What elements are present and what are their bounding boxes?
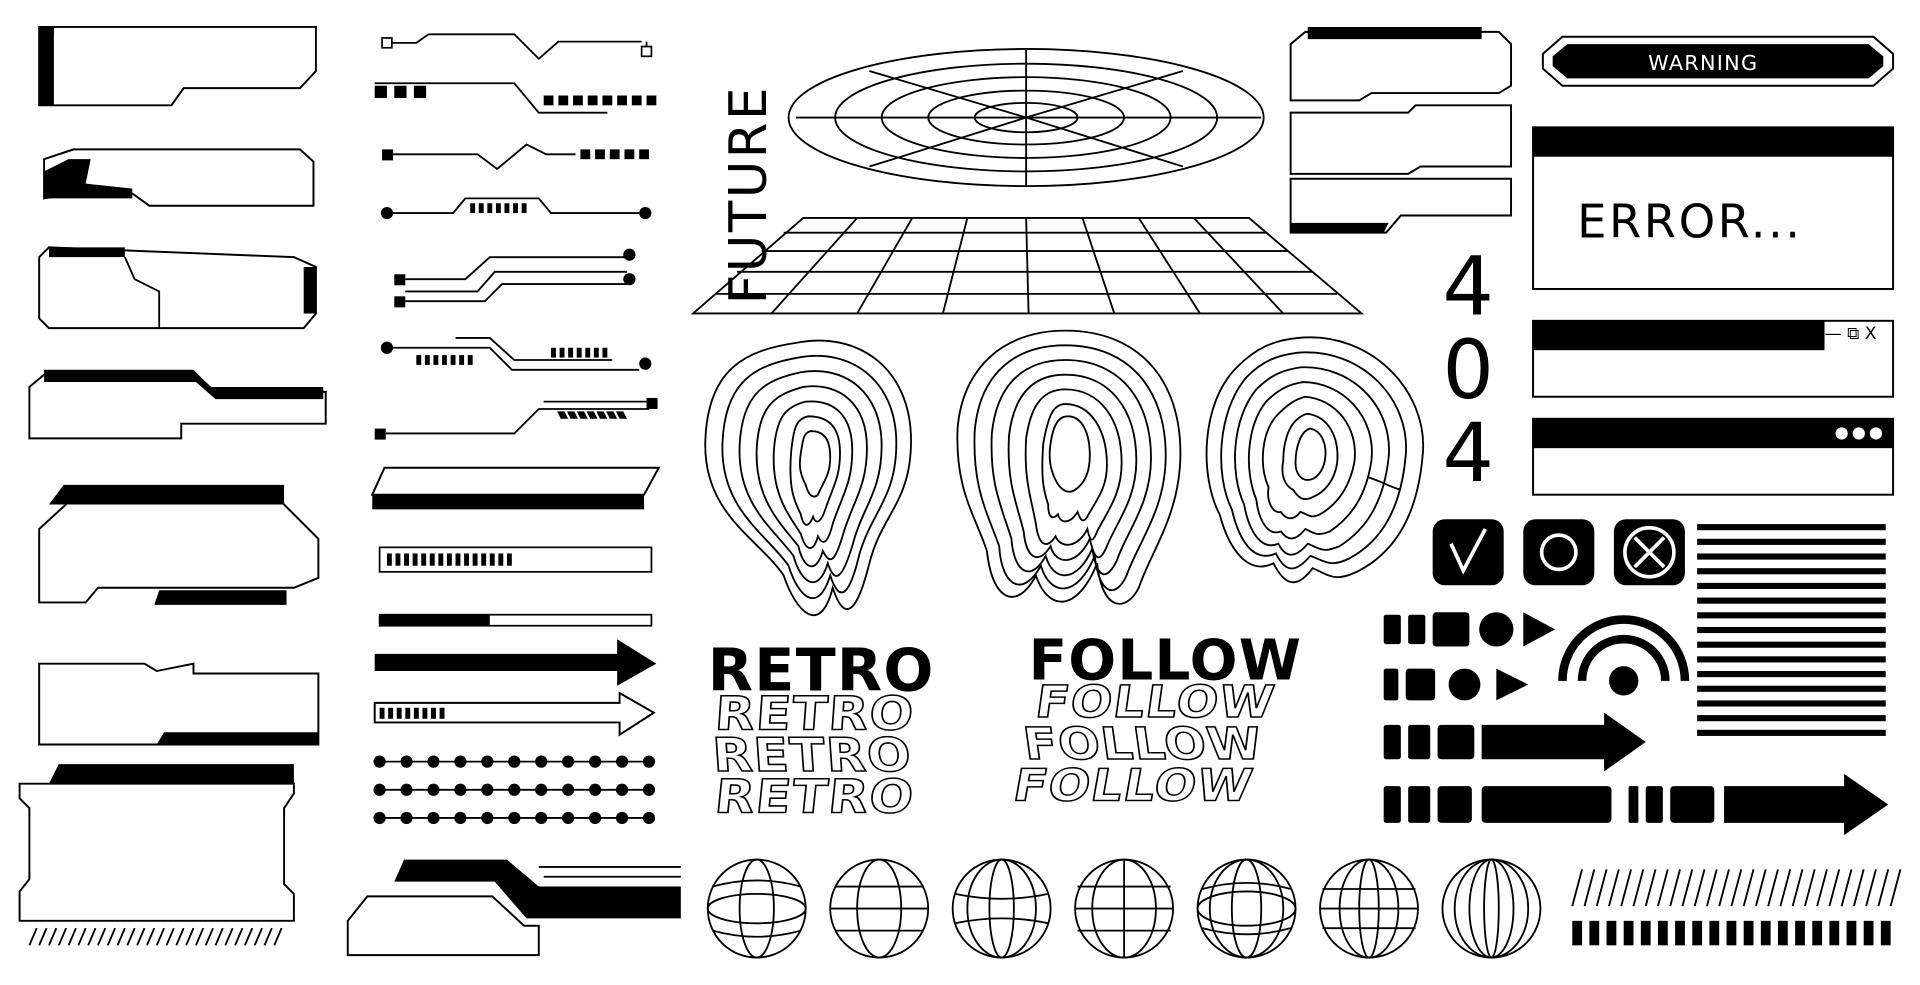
circuit-line-7 [374, 397, 658, 440]
frame-1 [38, 25, 317, 107]
striped-block [1697, 524, 1886, 736]
stack-frame-2 [1289, 104, 1513, 175]
media-row-3 [1383, 712, 1646, 772]
dot-rows [373, 755, 656, 825]
circuit-line-2 [374, 82, 657, 114]
check-button[interactable] [1433, 519, 1504, 585]
progress-bar-1 [378, 546, 653, 573]
frame-2 [43, 148, 315, 207]
globes [706, 858, 1542, 959]
bar-strip [1572, 920, 1891, 946]
arrow-outline [373, 691, 656, 737]
arrow-solid [374, 639, 657, 686]
frame-3 [38, 246, 317, 330]
circle-button-bg [1523, 519, 1595, 586]
globe-1 [706, 858, 807, 959]
follow-echo-3: FOLLOW [1009, 760, 1258, 812]
digit-404-1: 4 [1442, 240, 1494, 335]
check-button-bg [1432, 519, 1504, 586]
panel-bar [370, 466, 661, 510]
error-label: ERROR... [1577, 194, 1803, 249]
media-row-2 [1383, 668, 1529, 701]
circuit-line-5 [394, 248, 636, 308]
frame-4 [28, 369, 327, 440]
warning-label: WARNING [1648, 51, 1759, 76]
circuit-line-4 [380, 197, 652, 220]
globe-5 [1196, 858, 1297, 959]
progress-bar-2 [378, 613, 653, 627]
future-label: FUTURE [718, 85, 779, 305]
frame-7 [18, 764, 295, 946]
speed-frame [346, 859, 681, 957]
hatch-strip [1571, 869, 1902, 907]
circuit-line-3 [382, 143, 649, 171]
contour-blob-3 [1205, 336, 1424, 584]
contour-blob-1 [704, 339, 912, 617]
globe-2 [829, 858, 930, 959]
stack-frame-1 [1289, 26, 1513, 102]
window-controls[interactable]: — ⧉ X [1824, 324, 1877, 345]
frame-5 [38, 484, 320, 605]
media-row-1 [1383, 612, 1556, 647]
contour-blob-2 [956, 329, 1182, 605]
close-button[interactable] [1614, 519, 1685, 585]
window-bar-1 [1532, 319, 1895, 398]
signal-icon [1558, 615, 1690, 696]
digit-404-2: 0 [1442, 323, 1494, 418]
warning-plate [1541, 35, 1895, 87]
media-row-4 [1383, 773, 1889, 836]
frame-6 [38, 662, 320, 746]
window-bar-2 [1532, 417, 1895, 496]
radar-disk [787, 48, 1265, 188]
stack-frame-3 [1289, 177, 1513, 234]
globe-4 [1074, 858, 1174, 959]
globe-3 [951, 858, 1052, 959]
hatch-lines [28, 927, 283, 946]
circle-button[interactable] [1523, 519, 1594, 585]
retro-echo-3: RETRO [712, 769, 919, 825]
globe-6 [1319, 858, 1419, 959]
perspective-grid [690, 217, 1365, 315]
retro-title: RETRO [707, 636, 935, 706]
check-icon [1449, 528, 1487, 575]
follow-title: FOLLOW [1028, 626, 1303, 694]
circuit-line-1 [381, 33, 653, 61]
error-window [1532, 126, 1895, 290]
globe-7 [1441, 858, 1542, 959]
digit-404-3: 4 [1442, 406, 1494, 501]
circuit-line-6 [380, 337, 652, 371]
cross-button-bg [1613, 519, 1685, 586]
